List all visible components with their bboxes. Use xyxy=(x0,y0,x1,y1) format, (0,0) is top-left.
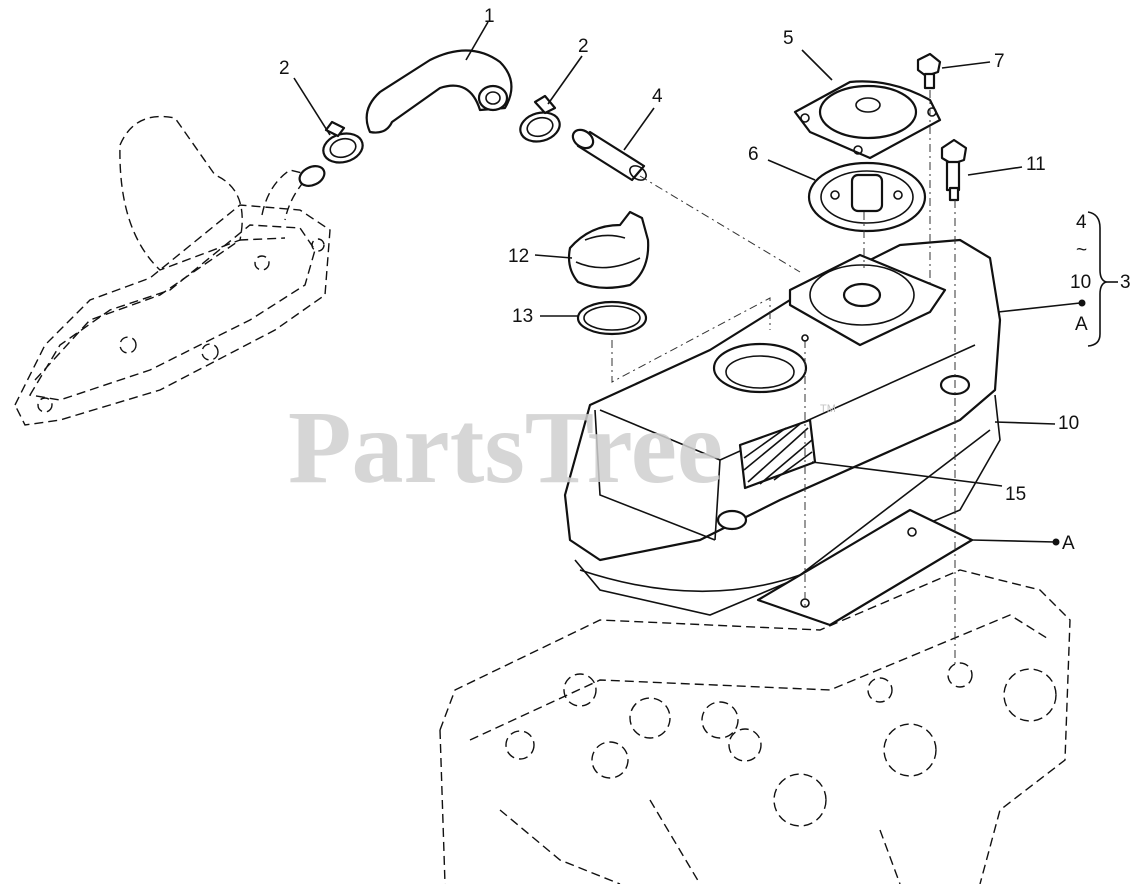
callout-15: 15 xyxy=(1005,484,1026,505)
watermark-trademark: TM xyxy=(820,403,836,415)
bracket-assembly-label: 3 xyxy=(1120,272,1131,293)
oil-filler-cap xyxy=(567,210,650,289)
callout-4: 4 xyxy=(652,86,663,107)
callout-7: 7 xyxy=(994,51,1005,72)
ref-marker-label: A xyxy=(1062,533,1075,554)
bracket-tilde: ~ xyxy=(1076,240,1087,261)
hose-clamp-left xyxy=(322,120,364,164)
callout-labels: 1 2 2 4 5 6 7 11 12 13 10 15 4 ~ 10 3 A … xyxy=(279,6,1131,554)
bracket-top-label: 4 xyxy=(1076,212,1087,233)
bracket-ref-label: A xyxy=(1075,314,1088,335)
breather-pipe xyxy=(571,128,647,182)
assembly-bracket xyxy=(1087,211,1118,347)
callout-2-right: 2 xyxy=(578,36,589,57)
leader-lines xyxy=(293,21,1086,546)
callout-2-left: 2 xyxy=(279,58,290,79)
breather-hose xyxy=(365,49,513,134)
callout-6: 6 xyxy=(748,144,759,165)
o-ring xyxy=(576,300,648,336)
callout-1: 1 xyxy=(484,6,495,27)
cylinder-head-cover xyxy=(563,238,1002,616)
baffle-plate xyxy=(756,508,974,627)
callout-11: 11 xyxy=(1026,154,1046,175)
diaphragm xyxy=(807,161,927,233)
callout-12: 12 xyxy=(508,246,529,267)
callout-10: 10 xyxy=(1058,413,1079,434)
cylinder-head xyxy=(439,569,1071,884)
callout-5: 5 xyxy=(783,28,794,49)
cover-bolt xyxy=(916,52,942,90)
bracket-bottom-label: 10 xyxy=(1070,272,1091,293)
hose-clamp-right xyxy=(519,94,561,143)
intake-manifold xyxy=(14,115,331,426)
callout-13: 13 xyxy=(512,306,533,327)
watermark-text: PartsTree xyxy=(288,390,723,505)
head-cover-bolt xyxy=(940,138,968,202)
watermark: PartsTree TM xyxy=(288,390,836,505)
breather-cover xyxy=(793,80,942,160)
center-lines xyxy=(611,90,956,665)
